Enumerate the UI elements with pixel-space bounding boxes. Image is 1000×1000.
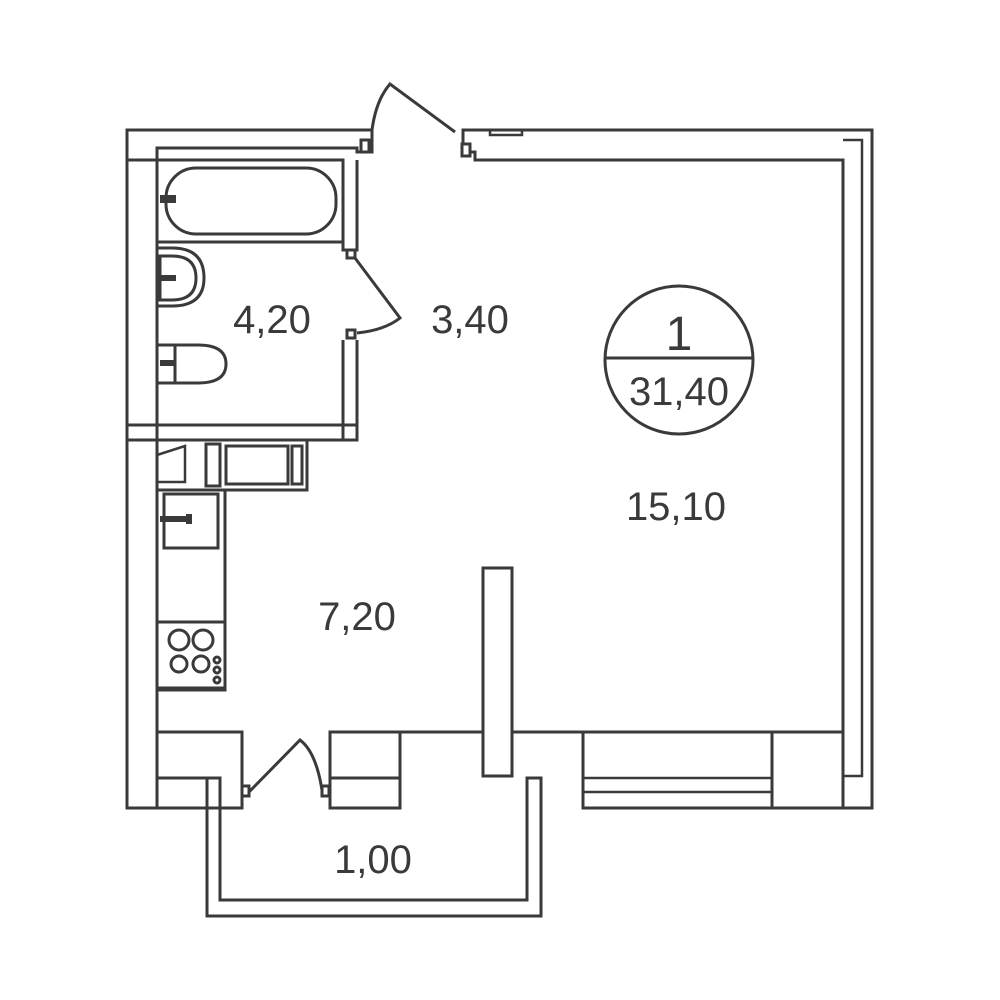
total-area: 31,40 bbox=[629, 370, 729, 414]
bathroom-area-label: 4,20 bbox=[233, 298, 311, 342]
kitchen-area-label: 7,20 bbox=[318, 595, 396, 639]
balcony bbox=[205, 738, 543, 918]
living-room-area-label: 15,10 bbox=[626, 485, 726, 529]
entrance-door bbox=[370, 81, 456, 134]
hallway-area-label: 3,40 bbox=[431, 298, 509, 342]
partition bbox=[481, 566, 514, 778]
apartment-badge: 1 31,40 bbox=[603, 284, 755, 436]
washbasin bbox=[155, 246, 206, 308]
balcony-area-label: 1,00 bbox=[334, 838, 412, 882]
room-count: 1 bbox=[666, 308, 693, 361]
bathtub bbox=[155, 158, 345, 244]
kitchen-unit bbox=[155, 438, 309, 692]
toilet bbox=[155, 343, 228, 385]
